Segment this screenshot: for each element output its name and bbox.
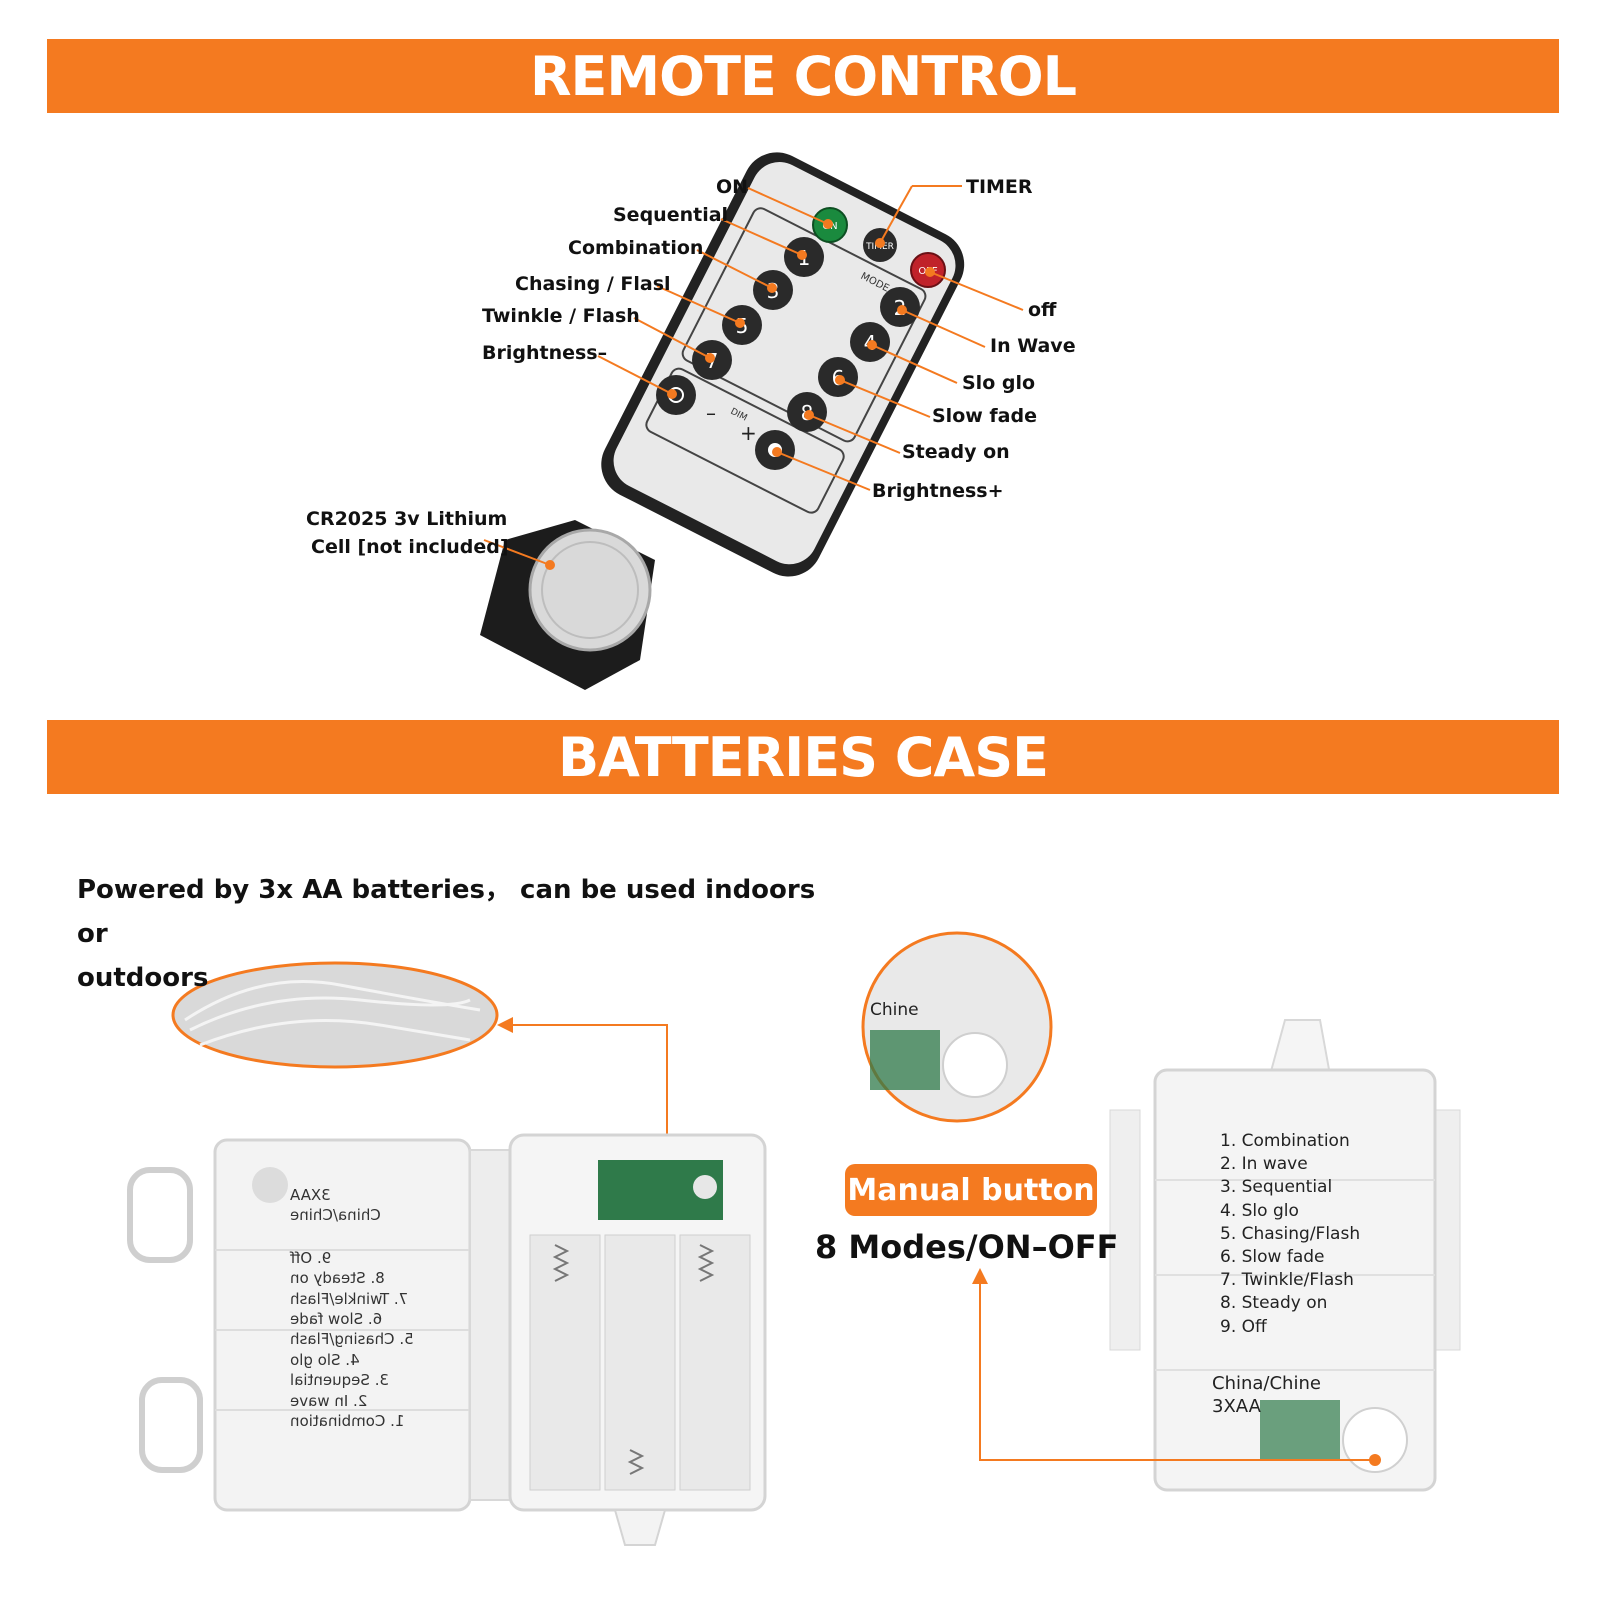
- label-brightness-plus: Brightness+: [872, 480, 1004, 502]
- spring-icon: [697, 1244, 715, 1282]
- case-mode-7: 7. Twinkle/Flash: [1220, 1270, 1354, 1291]
- case-mode-6: 6. Slow fade: [1220, 1247, 1325, 1268]
- label-twinkle: Twinkle / Flash: [482, 305, 640, 327]
- case-mode-2: 2. In wave: [1220, 1154, 1308, 1175]
- intro-line-1: Powered by 3x AA batteries， can be used …: [77, 875, 816, 949]
- dim-minus: –: [706, 401, 716, 425]
- battery-label-line2: Cell [not included]: [311, 536, 509, 558]
- open-battery-case: [127, 1133, 767, 1546]
- lid-mode-list-mirrored: 3XAA China/Chine 9. Off 8. Steady on 7. …: [290, 1186, 414, 1431]
- case-mode-3: 3. Sequential: [1220, 1177, 1333, 1198]
- label-chasing: Chasing / Flasl: [515, 273, 671, 295]
- batteries-intro: Powered by 3x AA batteries， can be used …: [77, 868, 817, 1000]
- remote-leader-lines: [483, 185, 1024, 570]
- closed-battery-case: [1109, 1019, 1461, 1492]
- lid-mode-5: 5. Chasing/Flash: [290, 1330, 414, 1349]
- label-sequential: Sequential: [613, 204, 729, 226]
- coin-cell-battery: [528, 528, 652, 652]
- label-slow-fade: Slow fade: [932, 405, 1037, 427]
- case-mode-5: 5. Chasing/Flash: [1220, 1223, 1361, 1244]
- case-mode-9: 9. Off: [1220, 1316, 1267, 1337]
- wire-arrow-icon: [497, 1017, 513, 1033]
- lid-mode-1: 1. Combination: [290, 1412, 405, 1431]
- label-slo-glo: Slo glo: [962, 372, 1036, 394]
- lid-mode-6: 6. Slow fade: [290, 1310, 383, 1329]
- wire-zoom-callout: [171, 961, 499, 1069]
- case-made-in: China/Chine: [1212, 1373, 1321, 1394]
- battery-label-line1: CR2025 3v Lithium: [306, 508, 508, 530]
- remote-control-banner: REMOTE CONTROL: [47, 39, 1559, 113]
- manual-button-text: Manual button: [847, 1172, 1095, 1208]
- remote-control-title: REMOTE CONTROL: [529, 44, 1077, 108]
- label-brightness-minus: Brightness–: [482, 342, 608, 364]
- case-mode-1: 1. Combination: [1220, 1131, 1350, 1151]
- batteries-case-title: BATTERIES CASE: [557, 725, 1049, 789]
- lid-spec: 3XAA: [290, 1186, 331, 1204]
- lid-made-in: China/Chine: [290, 1206, 381, 1225]
- intro-line-2: outdoors: [77, 963, 209, 993]
- dim-plus: +: [740, 421, 757, 445]
- spring-icon: [552, 1244, 570, 1282]
- label-combination: Combination: [568, 237, 704, 259]
- case-spec: 3XAA: [1212, 1396, 1261, 1417]
- label-timer: TIMER: [966, 176, 1033, 198]
- manual-button-icon: [942, 1032, 1008, 1098]
- label-steady-on: Steady on: [902, 441, 1010, 463]
- wire-leader-line: [510, 1024, 668, 1180]
- case-label: China/Chine 3XAA: [1212, 1372, 1321, 1418]
- case-mode-4: 4. Slo glo: [1220, 1200, 1299, 1221]
- label-on: ON: [716, 176, 749, 198]
- lid-mode-8: 8. Steady on: [290, 1269, 385, 1288]
- label-off: off: [1028, 299, 1057, 321]
- batteries-case-banner: BATTERIES CASE: [47, 720, 1559, 794]
- lid-mode-3: 3. Sequential: [290, 1371, 390, 1390]
- lid-mode-4: 4. Slo glo: [290, 1350, 360, 1369]
- label-in-wave: In Wave: [990, 335, 1076, 357]
- manual-arrow-icon: [972, 1268, 988, 1284]
- lid-mode-2: 2. In wave: [290, 1391, 368, 1410]
- case-mode-8: 8. Steady on: [1220, 1293, 1328, 1314]
- lid-mode-7: 7. Twinkle/Flash: [290, 1289, 409, 1308]
- case-cover: [1153, 1068, 1437, 1492]
- mode-panel: [681, 207, 927, 443]
- spring-icon: [627, 1449, 645, 1475]
- manual-button-leader: [972, 1268, 1381, 1466]
- zoom-made-in: Chine: [870, 1000, 919, 1020]
- case-mode-list: 1. Combination 2. In wave 3. Sequential …: [1220, 1130, 1360, 1339]
- manual-button-badge: Manual button: [845, 1164, 1097, 1216]
- manual-button-zoom: [861, 931, 1053, 1123]
- lid-mode-9: 9. Off: [290, 1248, 332, 1267]
- coin-battery-tray: [480, 520, 655, 690]
- modes-title: 8 Modes/ON–OFF: [815, 1228, 1119, 1266]
